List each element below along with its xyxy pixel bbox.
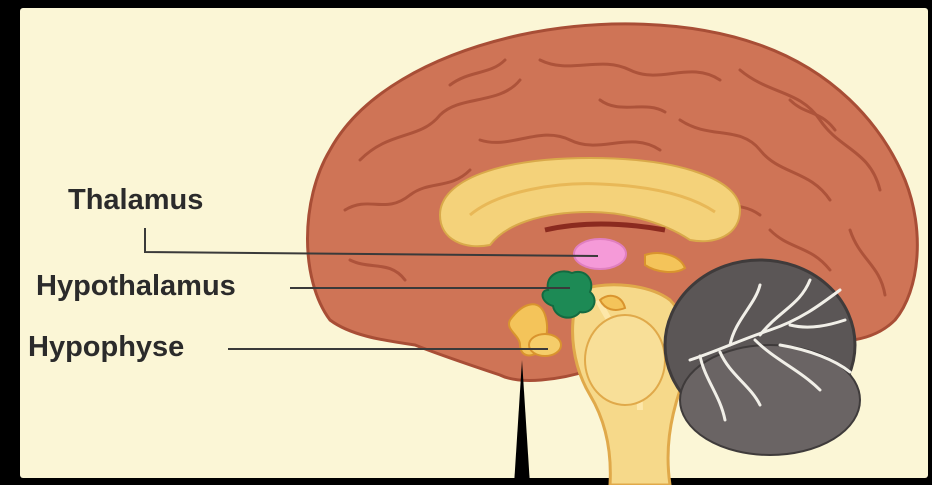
pons [585, 315, 665, 405]
thalamus-shape [574, 239, 626, 269]
hypophyse-shape [529, 334, 561, 356]
cerebellum [665, 260, 860, 455]
label-hypophyse: Hypophyse [28, 333, 184, 362]
label-thalamus: Thalamus [68, 186, 203, 215]
label-hypothalamus: Hypothalamus [36, 272, 236, 301]
